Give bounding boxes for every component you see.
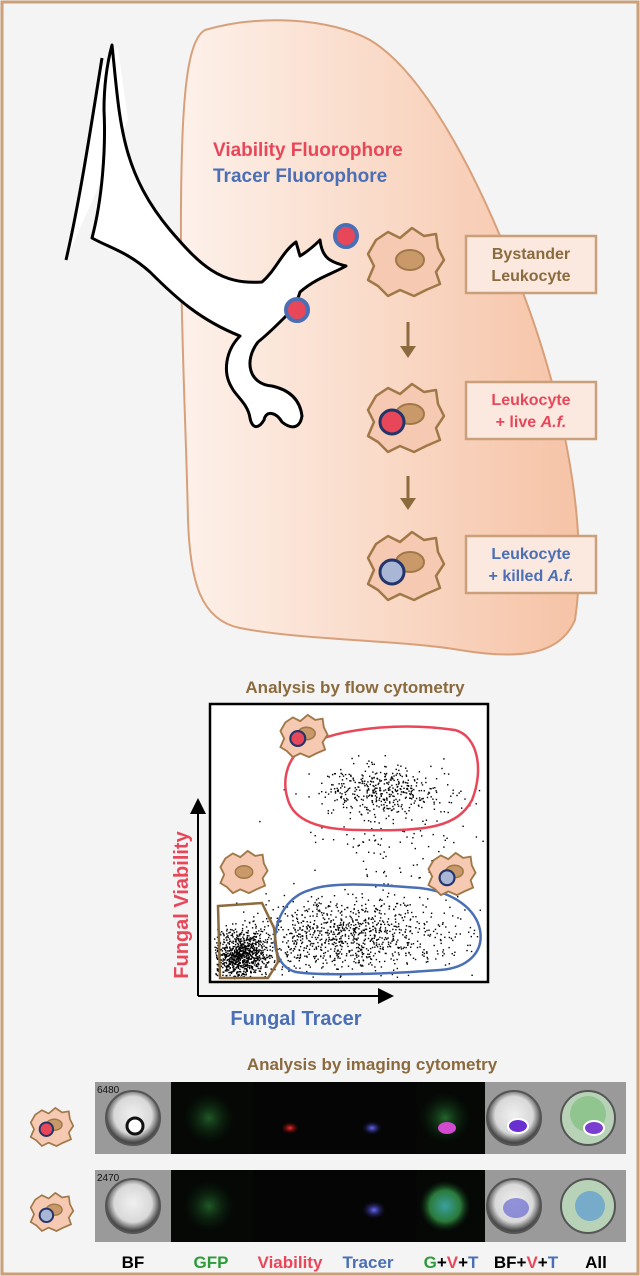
bystander-label-line2: Leukocyte <box>491 268 570 285</box>
leukocyte-live-icon <box>368 384 444 452</box>
y-axis-label: Fungal Viability <box>171 830 193 978</box>
flow-section-title: Analysis by flow cytometry <box>245 678 465 697</box>
flow-plot-frame <box>210 704 488 982</box>
channel-label-bf: BF <box>122 1253 145 1272</box>
spore-icon <box>286 299 308 321</box>
row-live-cell-icon <box>31 1108 74 1146</box>
channel-label-gvt: G+V+T <box>424 1253 479 1272</box>
channel-labels: BF GFP Viability Tracer G+V+T BF+V+T All <box>122 1253 607 1272</box>
row-killed-cell-icon <box>31 1193 74 1231</box>
channel-label-viability: Viability <box>258 1253 323 1272</box>
live-label-line1: Leukocyte <box>491 392 570 409</box>
viability-panel <box>253 1082 335 1154</box>
imaging-row-killed: 2470 <box>31 1170 626 1242</box>
row-live-object-id: 6480 <box>97 1085 120 1096</box>
channel-label-bfvt: BF+V+T <box>494 1253 559 1272</box>
killed-label-line1: Leukocyte <box>491 546 570 563</box>
channel-label-tracer: Tracer <box>342 1253 393 1272</box>
channel-label-gfp: GFP <box>194 1253 229 1272</box>
x-axis-label: Fungal Tracer <box>230 1008 361 1030</box>
live-label-box: Leukocyte + live A.f. <box>466 382 596 439</box>
spore-icon <box>335 225 357 247</box>
viability-panel <box>253 1170 335 1242</box>
bystander-label-box: Bystander Leukocyte <box>466 236 596 293</box>
tracer-legend-label: Tracer Fluorophore <box>213 166 387 187</box>
plot-bystander-cell-icon <box>220 851 267 893</box>
leukocyte-killed-icon <box>368 532 444 600</box>
plot-live-cell-icon <box>280 715 327 757</box>
bystander-label-line1: Bystander <box>492 246 570 263</box>
killed-label-box: Leukocyte + killed A.f. <box>466 536 596 593</box>
bystander-leukocyte-icon <box>368 228 444 296</box>
row-killed-object-id: 2470 <box>97 1173 120 1184</box>
imaging-row-live: 6480 <box>31 1082 626 1154</box>
imaging-section-title: Analysis by imaging cytometry <box>247 1055 498 1074</box>
live-label-line2: + live A.f. <box>496 414 567 431</box>
plot-killed-cell-icon <box>428 853 475 895</box>
tracer-panel <box>335 1082 417 1154</box>
channel-label-all: All <box>585 1253 607 1272</box>
viability-legend-label: Viability Fluorophore <box>213 140 403 161</box>
killed-label-line2: + killed A.f. <box>489 568 574 585</box>
